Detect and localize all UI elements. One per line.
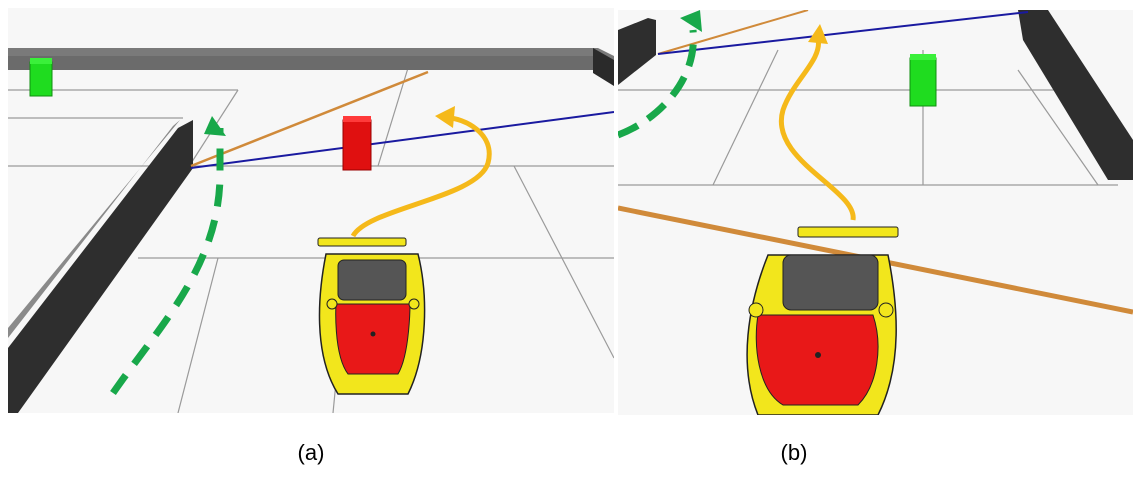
panel-a	[8, 8, 614, 413]
scene-a	[8, 8, 614, 413]
scene-b	[618, 10, 1133, 415]
back-wall	[8, 56, 598, 70]
panel-b	[618, 10, 1133, 415]
green-path-arrowhead	[680, 10, 702, 32]
green-box-icon	[29, 58, 53, 97]
right-wall	[1018, 10, 1133, 180]
floor-grid	[618, 49, 1118, 186]
ray-orange	[190, 70, 429, 168]
sports-car-icon	[317, 237, 426, 395]
yellow-path-arrowhead	[435, 106, 455, 128]
left-wall	[8, 120, 193, 413]
yellow-path	[350, 115, 492, 238]
green-box-icon	[909, 54, 937, 107]
green-dashed-path	[618, 29, 697, 139]
green-path-arrowhead	[204, 116, 226, 136]
red-box-icon	[342, 116, 372, 171]
ray-orange-top	[657, 10, 809, 55]
green-dashed-path	[110, 128, 224, 395]
caption-b: (b)	[780, 440, 808, 465]
ray-blue	[190, 111, 614, 169]
caption-a: (a)	[297, 440, 325, 465]
sports-car-icon	[746, 226, 899, 415]
back-wall-end	[593, 48, 614, 86]
ray-blue	[657, 11, 1029, 55]
yellow-path	[778, 37, 856, 221]
yellow-path-arrowhead	[808, 24, 828, 44]
left-wall	[618, 18, 656, 85]
